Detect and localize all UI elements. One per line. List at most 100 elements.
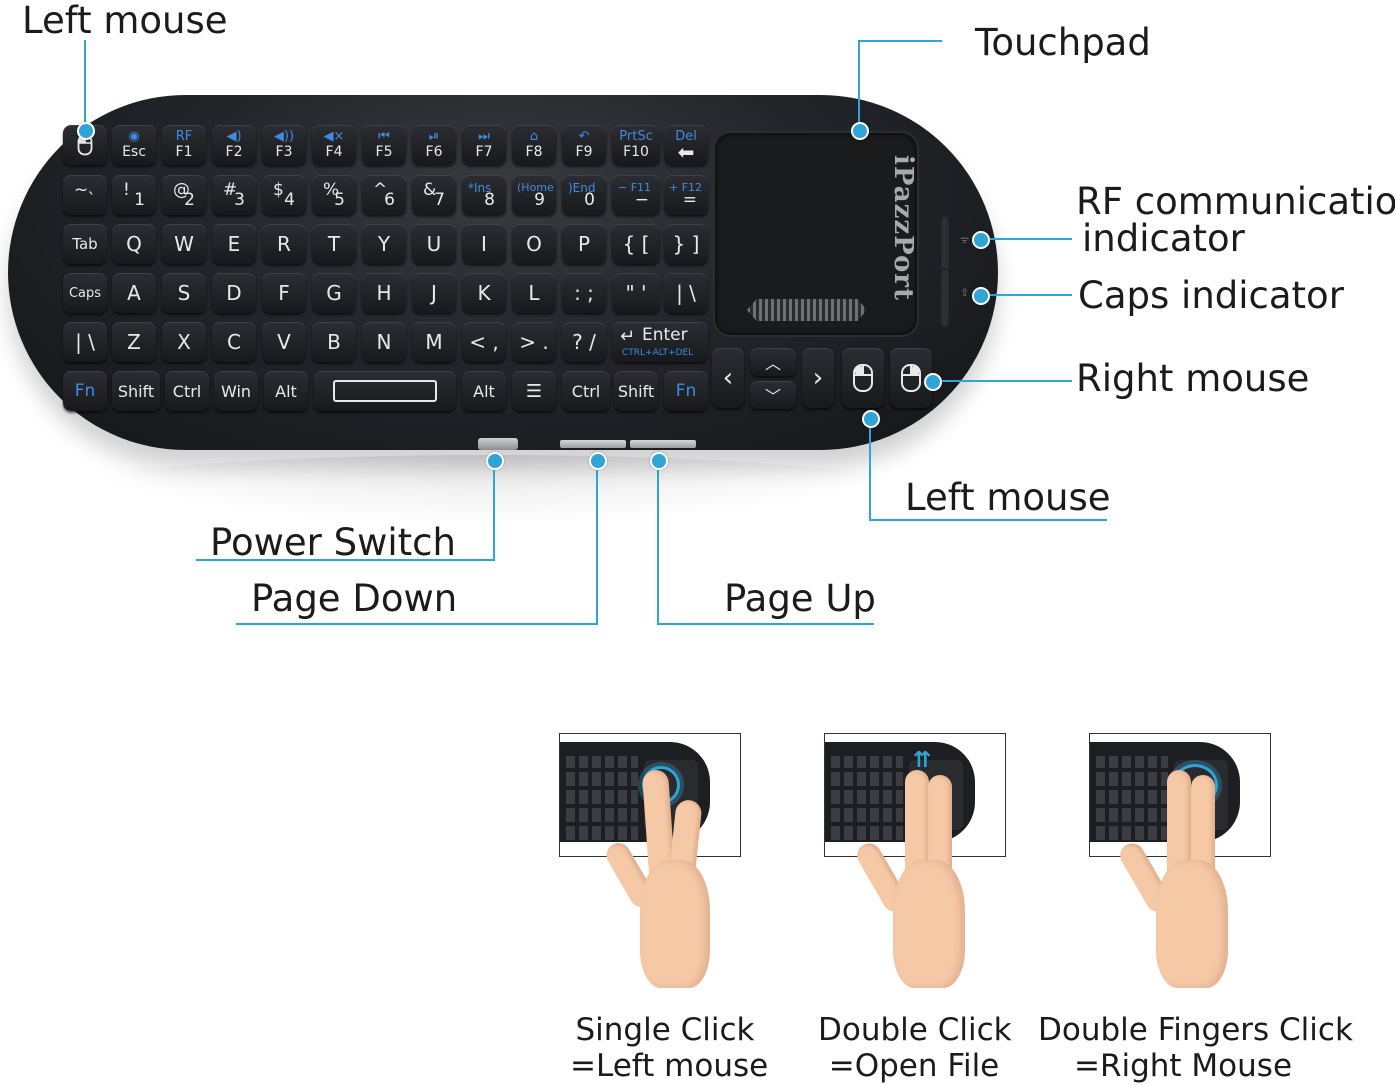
key-m[interactable]: M [412,322,456,362]
key-1[interactable]: !1 [112,175,156,215]
page-down-button[interactable] [560,440,626,448]
key-p[interactable]: P [562,224,606,264]
key-f10[interactable]: PrtSc F10 [612,125,660,165]
left-mouse-key[interactable] [63,125,107,165]
key-4[interactable]: $4 [262,175,306,215]
key-space[interactable] [314,371,456,411]
key-label: Shift [617,381,655,401]
key-2[interactable]: @2 [162,175,206,215]
callout-page-down: Page Down [251,577,458,620]
key-3[interactable]: #3 [212,175,256,215]
key-arrow-right[interactable]: › [802,348,834,408]
key-g[interactable]: G [312,273,356,313]
touchpad-scroll-strip[interactable] [747,299,867,321]
key-l[interactable]: L [512,273,556,313]
key-minus[interactable]: − F11− [612,175,660,215]
key-5[interactable]: %5 [312,175,356,215]
callout-right-mouse: Right mouse [1076,357,1310,400]
key-f1[interactable]: RF F1 [162,125,206,165]
key-arrow-up[interactable]: ︿ [750,348,796,376]
key-alt-left[interactable]: Alt [264,371,308,411]
key-u[interactable]: U [412,224,456,264]
key-f9[interactable]: ↶ F9 [562,125,606,165]
key-shift-left[interactable]: Shift [112,371,160,411]
key-k[interactable]: K [462,273,506,313]
key-sub-label: PrtSc [619,129,653,144]
key-win[interactable]: Win [214,371,258,411]
key-label: F8 [525,144,543,160]
key-w[interactable]: W [162,224,206,264]
key-q[interactable]: Q [112,224,156,264]
key-s[interactable]: S [162,273,206,313]
key-del[interactable]: Del ⬅ [664,125,708,165]
key-pipe[interactable]: | \ [664,273,708,313]
key-v[interactable]: V [262,322,306,362]
key-e[interactable]: E [212,224,256,264]
key-arrow-left[interactable]: ‹ [712,348,744,408]
key-f[interactable]: F [262,273,306,313]
key-t[interactable]: T [312,224,356,264]
touchpad[interactable] [715,133,917,335]
key-label: % [323,180,340,200]
key-6[interactable]: ^6 [362,175,406,215]
key-alt-right[interactable]: Alt [462,371,506,411]
key-label: E [227,232,241,256]
page-up-button[interactable] [630,440,696,448]
key-z[interactable]: Z [112,322,156,362]
key-shift-right[interactable]: Shift [614,371,658,411]
key-y[interactable]: Y [362,224,406,264]
key-a[interactable]: A [112,273,156,313]
key-j[interactable]: J [412,273,456,313]
key-period[interactable]: > . [512,322,556,362]
key-f3[interactable]: ◀)) F3 [262,125,306,165]
key-fn-right[interactable]: Fn [664,371,708,411]
key-open-bracket[interactable]: { [ [612,224,660,264]
key-tab[interactable]: Tab [63,224,107,264]
power-switch[interactable] [478,438,518,450]
key-equals[interactable]: + F12= [664,175,708,215]
key-label: H [376,281,392,305]
key-label: U [426,232,442,256]
key-x[interactable]: X [162,322,206,362]
key-caps[interactable]: Caps [63,273,107,313]
key-b[interactable]: B [312,322,356,362]
key-f8[interactable]: ⌂ F8 [512,125,556,165]
key-f7[interactable]: ⏭ F7 [462,125,506,165]
key-n[interactable]: N [362,322,406,362]
key-label: J [431,281,437,305]
key-c[interactable]: C [212,322,256,362]
key-slash[interactable]: ? / [562,322,606,362]
left-mouse-button[interactable] [842,348,884,408]
key-close-bracket[interactable]: } ] [664,224,708,264]
key-ctrl-left[interactable]: Ctrl [165,371,209,411]
key-o[interactable]: O [512,224,556,264]
key-enter[interactable]: ↵ Enter CTRL+ALT+DEL [612,322,708,362]
key-d[interactable]: D [212,273,256,313]
key-label: Q [126,232,142,256]
key-f2[interactable]: ◀) F2 [212,125,256,165]
key-backslash[interactable]: | \ [63,322,107,362]
key-label: Alt [275,381,297,401]
key-tilde[interactable]: ~` [63,175,107,215]
previous-track-icon: ⏮ [378,129,390,144]
key-r[interactable]: R [262,224,306,264]
key-ctrl-right[interactable]: Ctrl [562,371,610,411]
key-comma[interactable]: < , [462,322,506,362]
key-7[interactable]: &7 [412,175,456,215]
key-f6[interactable]: ⏯ F6 [412,125,456,165]
key-menu[interactable]: ☰ [512,371,556,411]
key-label: F3 [275,144,293,160]
key-quote[interactable]: " ' [612,273,660,313]
key-i[interactable]: I [462,224,506,264]
key-f5[interactable]: ⏮ F5 [362,125,406,165]
key-arrow-down[interactable]: ﹀ [750,381,796,409]
key-h[interactable]: H [362,273,406,313]
key-f4[interactable]: ◀× F4 [312,125,356,165]
key-fn-left[interactable]: Fn [63,371,107,411]
key-esc[interactable]: ◉ Esc [112,125,156,165]
space-bar-outline [333,380,437,402]
key-semicolon[interactable]: : ; [562,273,606,313]
